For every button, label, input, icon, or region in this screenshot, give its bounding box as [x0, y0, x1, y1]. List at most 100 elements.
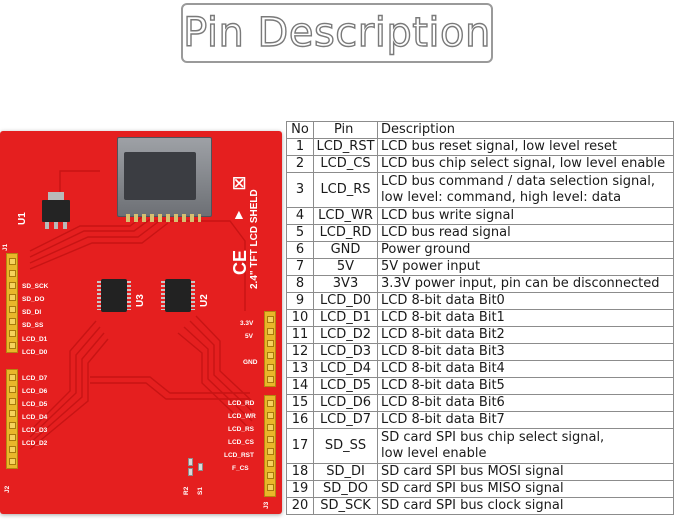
silk-j1: J1: [2, 243, 9, 251]
cell-pin: LCD_CS: [313, 155, 378, 173]
resistor-r2: [188, 458, 193, 466]
regulator-leg: [45, 222, 49, 229]
column-header-no: No: [286, 121, 314, 139]
silk-right-label: F_CS: [232, 465, 249, 472]
description-line: LCD bus reset signal, low level reset: [381, 139, 617, 154]
cell-description: LCD 8-bit data Bit4: [377, 360, 674, 378]
cell-no: 19: [286, 480, 314, 498]
cell-pin: 3V3: [313, 275, 378, 293]
cell-no: 1: [286, 138, 314, 156]
silk-right-label: LCD_RST: [224, 452, 254, 459]
cell-description: 5V power input: [377, 258, 674, 276]
description-line: LCD 8-bit data Bit3: [381, 344, 505, 359]
cell-description: SD card SPI bus MISO signal: [377, 480, 674, 498]
cell-no: 10: [286, 309, 314, 327]
cell-no: 14: [286, 377, 314, 395]
cell-no: 16: [286, 411, 314, 429]
cell-no: 20: [286, 497, 314, 515]
cell-pin: LCD_D1: [313, 309, 378, 327]
silk-left-label: LCD_D6: [22, 388, 48, 395]
silk-right-label: LCD_WR: [228, 413, 256, 420]
table-header-row: No Pin Description: [286, 121, 674, 139]
description-line: low level enable: [381, 446, 487, 461]
tft-shield-board: SD_SCK SD_DO SD_DI SD_SS LCD_D1 LCD_D0 L…: [0, 131, 282, 514]
cell-description: Power ground: [377, 241, 674, 259]
page-title-box: Pin Description: [181, 3, 493, 63]
header-right-power: [264, 311, 276, 387]
silk-left-label: SD_SCK: [22, 283, 49, 290]
description-line: SD card SPI bus clock signal: [381, 498, 564, 513]
description-line: 5V power input: [381, 259, 481, 274]
pcb-traces: [29, 170, 253, 450]
cell-description: SD card SPI bus chip select signal,low l…: [377, 428, 674, 464]
description-line: LCD bus chip select signal, low level en…: [381, 156, 666, 171]
cell-pin: LCD_D4: [313, 360, 378, 378]
cell-no: 17: [286, 428, 314, 464]
description-line: 3.3V power input, pin can be disconnecte…: [381, 276, 660, 291]
column-header-pin: Pin: [313, 121, 378, 139]
cell-pin: SD_SCK: [313, 497, 378, 515]
silk-u3: U3: [135, 294, 146, 307]
cell-pin: SD_DO: [313, 480, 378, 498]
silk-u1: U1: [17, 212, 28, 225]
description-line: LCD bus command / data selection signal,: [381, 174, 655, 189]
description-line: LCD 8-bit data Bit4: [381, 361, 505, 376]
page-title: Pin Description: [182, 10, 491, 56]
silk-left-label: LCD_D3: [22, 427, 48, 434]
description-line: LCD 8-bit data Bit5: [381, 378, 505, 393]
cell-no: 8: [286, 275, 314, 293]
silk-left-label: LCD_D7: [22, 375, 48, 382]
silk-right-label: 3.3V: [240, 320, 254, 327]
cell-pin: 5V: [313, 258, 378, 276]
cell-description: LCD 8-bit data Bit3: [377, 343, 674, 361]
silk-r2: R2: [183, 486, 190, 495]
cell-pin: LCD_D0: [313, 292, 378, 310]
description-line: LCD bus write signal: [381, 208, 515, 223]
regulator-tab: [48, 192, 64, 201]
cell-no: 11: [286, 326, 314, 344]
cell-pin: SD_DI: [313, 463, 378, 481]
cell-description: SD card SPI bus clock signal: [377, 497, 674, 515]
cell-description: 3.3V power input, pin can be disconnecte…: [377, 275, 674, 293]
description-line: LCD 8-bit data Bit2: [381, 327, 505, 342]
header-j1: [6, 253, 18, 353]
cell-description: LCD 8-bit data Bit2: [377, 326, 674, 344]
regulator-u1: [42, 200, 70, 222]
column-header-description: Description: [377, 121, 674, 139]
cell-no: 2: [286, 155, 314, 173]
silk-s1: S1: [197, 487, 204, 495]
cell-pin: LCD_D3: [313, 343, 378, 361]
cell-description: LCD 8-bit data Bit6: [377, 394, 674, 412]
cell-description: LCD 8-bit data Bit0: [377, 292, 674, 310]
silk-right-label: GND: [243, 359, 258, 366]
description-line: LCD bus read signal: [381, 225, 511, 240]
cell-pin: LCD_RD: [313, 224, 378, 242]
cell-pin: LCD_WR: [313, 207, 378, 225]
switch-s1: [198, 463, 203, 471]
silk-left-label: SD_SS: [22, 322, 44, 329]
cell-pin: LCD_D6: [313, 394, 378, 412]
silk-j2: J2: [4, 485, 11, 493]
cell-pin: GND: [313, 241, 378, 259]
cell-description: LCD bus read signal: [377, 224, 674, 242]
silk-left-label: LCD_D2: [22, 440, 48, 447]
cell-no: 13: [286, 360, 314, 378]
regulator-leg: [63, 222, 67, 229]
silk-left-label: SD_DI: [22, 309, 42, 316]
silk-shield-name: 2.4" TFT LCD SHELD: [249, 189, 260, 289]
resistor-r2: [188, 468, 193, 476]
description-line: Power ground: [381, 242, 471, 257]
cell-pin: LCD_RST: [313, 138, 378, 156]
cell-pin: LCD_D2: [313, 326, 378, 344]
